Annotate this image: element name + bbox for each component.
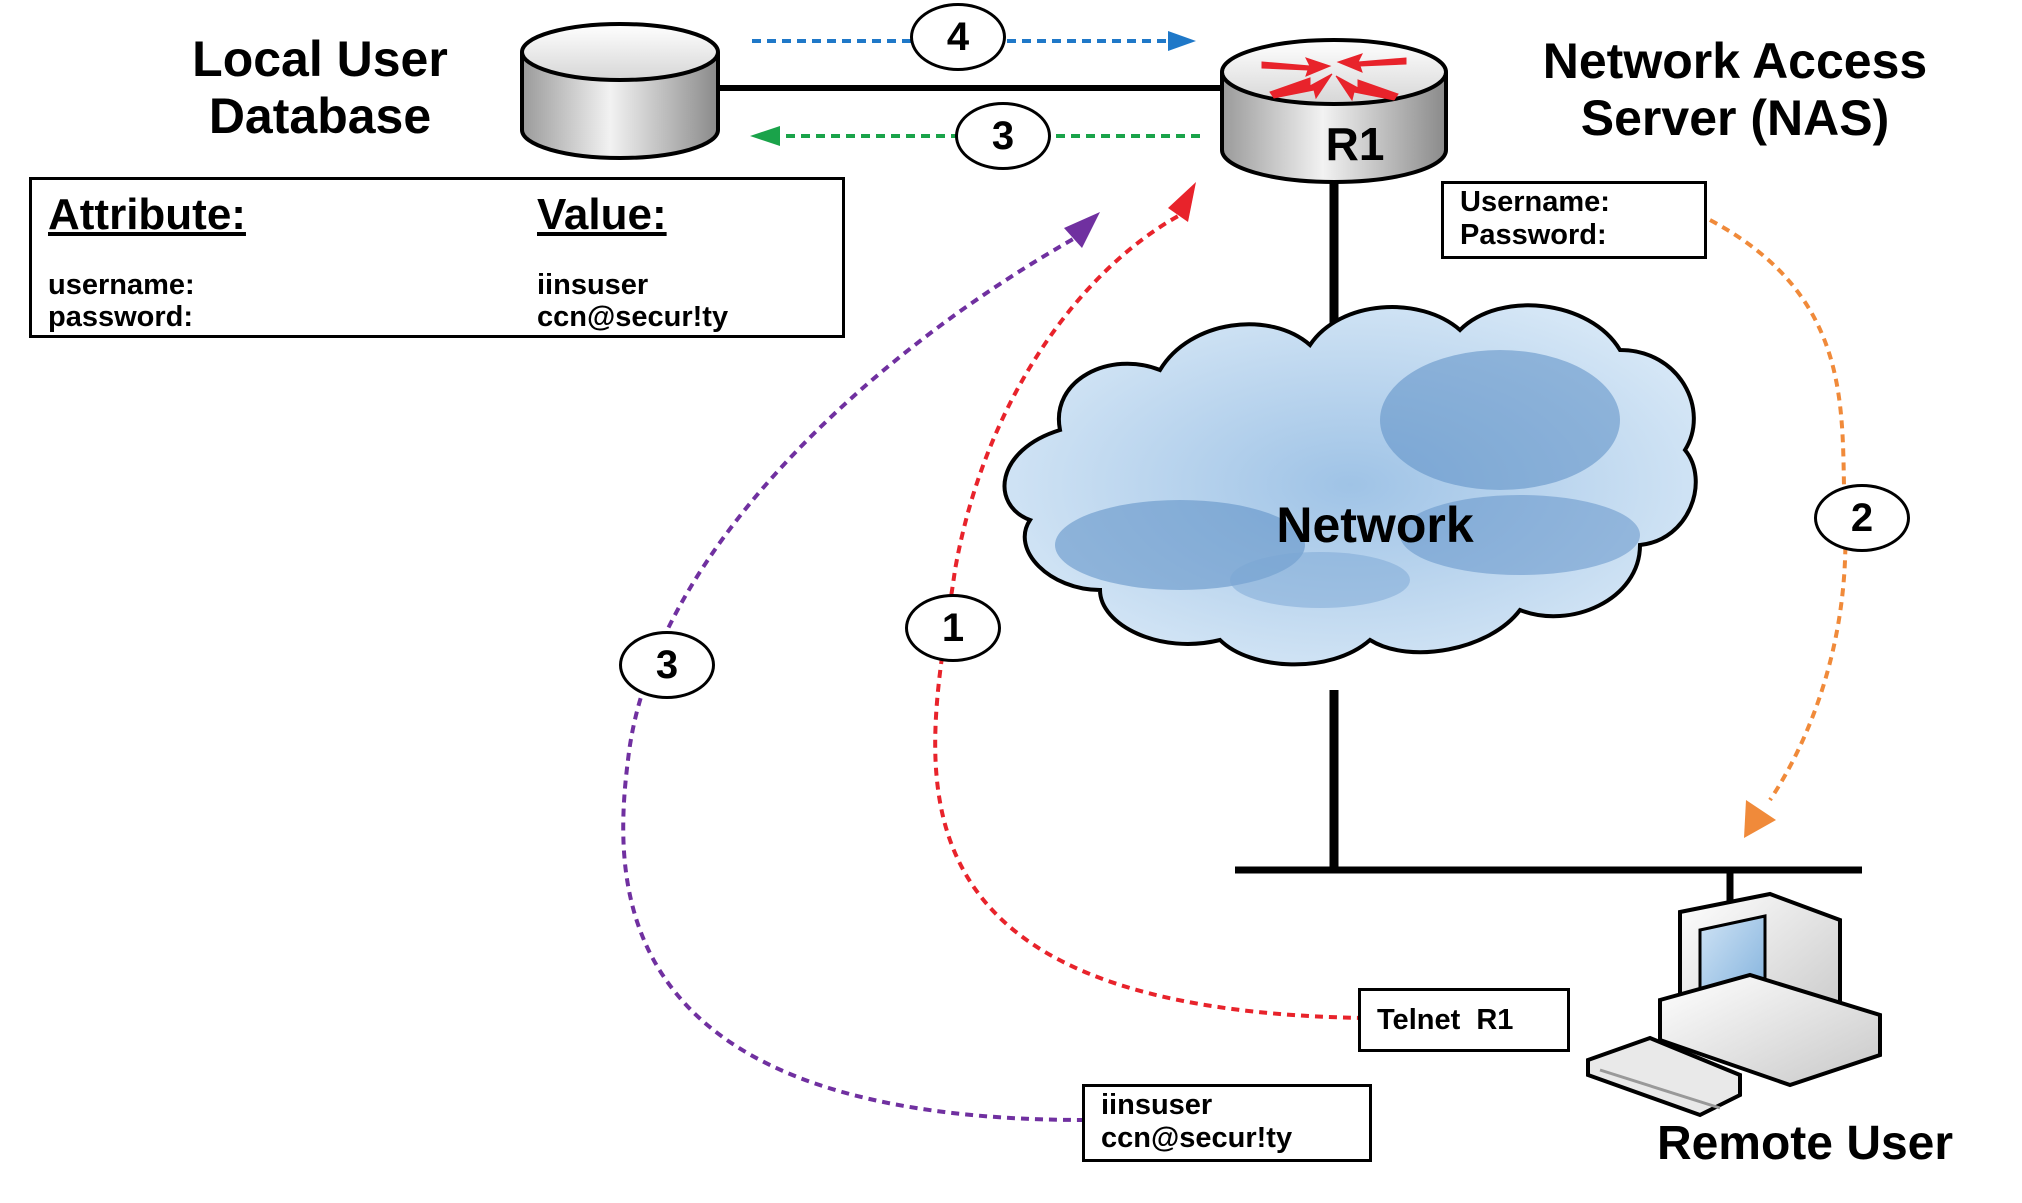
value-password: ccn@secur!ty [537,301,729,333]
value-username: iinsuser [537,269,649,301]
step3-curve-arrowhead [1064,212,1100,248]
step1-arrow [933,213,1366,1020]
nas-title-line1: Network Access [1542,33,1928,89]
step4-arrowhead [1168,31,1196,51]
telnet-command-box: Telnet R1 [1358,988,1570,1052]
value-header: Value: [537,190,667,239]
step2-arrowhead [1744,800,1776,838]
credentials-box: iinsuser ccn@secur!ty [1082,1084,1372,1162]
nas-title: Network Access Server (NAS) [1475,33,1995,147]
step-2-marker: 2 [1814,484,1910,552]
step3-curve-arrow [621,236,1086,1122]
credentials-password: ccn@secur!ty [1101,1122,1293,1154]
network-cloud-icon [1002,303,1698,667]
router-icon [1220,38,1448,184]
attr-username: username: [48,269,195,301]
step3-top-arrowhead [750,126,780,146]
database-title: Local User Database [140,31,500,145]
step-3-curve-marker: 3 [619,631,715,699]
credentials-username: iinsuser [1101,1089,1213,1121]
step-4-marker: 4 [910,3,1006,71]
attr-password: password: [48,301,194,333]
step1-arrowhead [1168,182,1196,222]
step-3-top-marker: 3 [955,102,1051,170]
database-title-line2: Database [208,88,432,144]
router-label: R1 [1325,118,1385,170]
step-1-marker: 1 [905,594,1001,662]
attribute-header: Attribute: [48,190,246,239]
attribute-table: Attribute: Value: username: password: ii… [29,177,845,338]
database-title-line1: Local User [192,31,448,87]
prompt-password: Password: [1460,219,1607,251]
computer-icon [1586,891,1882,1118]
prompt-username: Username: [1460,186,1610,218]
database-icon [520,22,720,160]
login-prompt-box: Username: Password: [1441,181,1707,259]
remote-user-label: Remote User [1656,1117,1954,1170]
network-label: Network [1276,497,1474,553]
nas-title-line2: Server (NAS) [1580,90,1890,146]
